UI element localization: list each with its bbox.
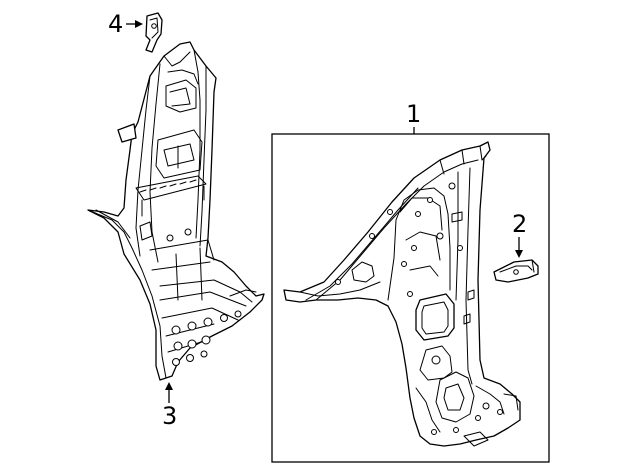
callout-1[interactable]: 1	[406, 100, 421, 128]
part-3-pillar-assembly[interactable]	[87, 41, 265, 381]
part-2-bracket[interactable]	[493, 259, 539, 283]
callout-3-arrowhead	[165, 382, 173, 390]
callout-2-arrowhead	[515, 250, 523, 258]
callout-4[interactable]: 4	[108, 10, 123, 38]
callout-3[interactable]: 3	[162, 402, 177, 430]
callout-2[interactable]: 2	[512, 210, 527, 238]
callout-4-arrowhead	[135, 20, 143, 28]
part-1-frame	[271, 133, 550, 463]
part-4-bracket[interactable]	[145, 12, 163, 53]
part-1-quarter-panel-inner[interactable]	[283, 141, 521, 447]
